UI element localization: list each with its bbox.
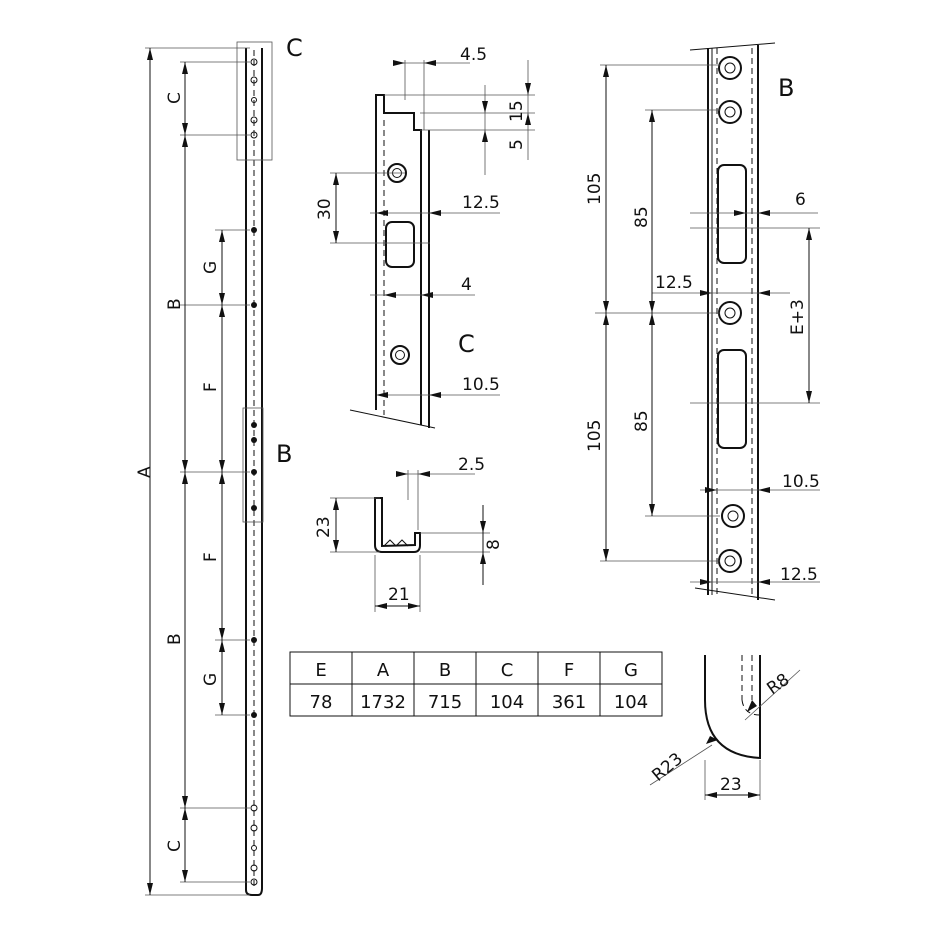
dim-5: 5 bbox=[507, 139, 527, 150]
dim-12-5-bottom: 12.5 bbox=[780, 565, 818, 585]
dim-g-bottom: G bbox=[201, 673, 221, 686]
table-value-g: 104 bbox=[614, 692, 648, 713]
dim-b-bottom: B bbox=[165, 633, 185, 645]
table-header-a: A bbox=[377, 660, 390, 681]
detail-c-marker: C bbox=[286, 34, 303, 62]
dim-23-corner: 23 bbox=[720, 775, 742, 795]
dim-a: A bbox=[135, 466, 155, 478]
screw-holes bbox=[250, 58, 258, 886]
slot-bottom bbox=[717, 349, 747, 449]
detail-b-label: B bbox=[778, 74, 794, 102]
table-value-b: 715 bbox=[428, 692, 462, 713]
table-header-c: C bbox=[501, 660, 514, 681]
detail-c-label: C bbox=[458, 330, 475, 358]
dim-f-bottom: F bbox=[201, 552, 221, 562]
dimension-table: E A B C F G 78 1732 715 104 361 104 bbox=[289, 651, 663, 717]
table-header-e: E bbox=[315, 660, 326, 681]
table-header-b: B bbox=[439, 660, 451, 681]
dim-12-5: 12.5 bbox=[462, 193, 500, 213]
dim-85-bottom: 85 bbox=[632, 410, 652, 432]
dim-15: 15 bbox=[507, 100, 527, 122]
table-value-c: 104 bbox=[490, 692, 524, 713]
dim-4: 4 bbox=[461, 275, 472, 295]
dim-b-top: B bbox=[165, 298, 185, 310]
radius-r8: R8 bbox=[763, 670, 793, 699]
dim-6: 6 bbox=[795, 190, 806, 210]
detail-c-view: 4.5 15 5 30 12.5 4 C 10.5 bbox=[315, 45, 535, 429]
table-value-f: 361 bbox=[552, 692, 586, 713]
dim-105-top: 105 bbox=[585, 173, 605, 205]
dim-4-5: 4.5 bbox=[460, 45, 487, 65]
table-value-a: 1732 bbox=[360, 692, 406, 713]
radius-r23: R23 bbox=[648, 749, 686, 786]
table-value-e: 78 bbox=[310, 692, 333, 713]
dim-30: 30 bbox=[315, 198, 335, 220]
table-header-g: G bbox=[624, 660, 638, 681]
corner-radius-detail: R8 R23 23 bbox=[648, 655, 801, 800]
dim-21: 21 bbox=[388, 585, 410, 605]
profile-section-view: 2.5 23 8 21 bbox=[314, 455, 504, 612]
dim-e-plus-3: E+3 bbox=[788, 299, 808, 335]
dim-c-top: C bbox=[165, 92, 185, 104]
dim-2-5: 2.5 bbox=[458, 455, 485, 475]
dim-8: 8 bbox=[484, 539, 504, 550]
dim-10-5: 10.5 bbox=[462, 375, 500, 395]
dim-12-5-mid: 12.5 bbox=[655, 273, 693, 293]
dim-105-bottom: 105 bbox=[585, 420, 605, 452]
dim-85-top: 85 bbox=[632, 206, 652, 228]
detail-c-frame bbox=[236, 41, 273, 161]
dim-10-5-b: 10.5 bbox=[782, 472, 820, 492]
full-strike-plate-view: C B bbox=[135, 34, 303, 896]
dim-23: 23 bbox=[314, 516, 334, 538]
dim-f-top: F bbox=[201, 382, 221, 392]
slot-top bbox=[717, 164, 747, 264]
table-header-f: F bbox=[564, 660, 574, 681]
dim-c-bottom: C bbox=[165, 840, 185, 852]
detail-b-view: B 105 85 6 12.5 E+3 105 85 10.5 12.5 bbox=[585, 42, 820, 601]
detail-b-marker: B bbox=[276, 440, 292, 468]
screw-holes-b bbox=[718, 56, 745, 573]
dim-g-top: G bbox=[201, 261, 221, 274]
detail-b-frame bbox=[242, 407, 264, 523]
